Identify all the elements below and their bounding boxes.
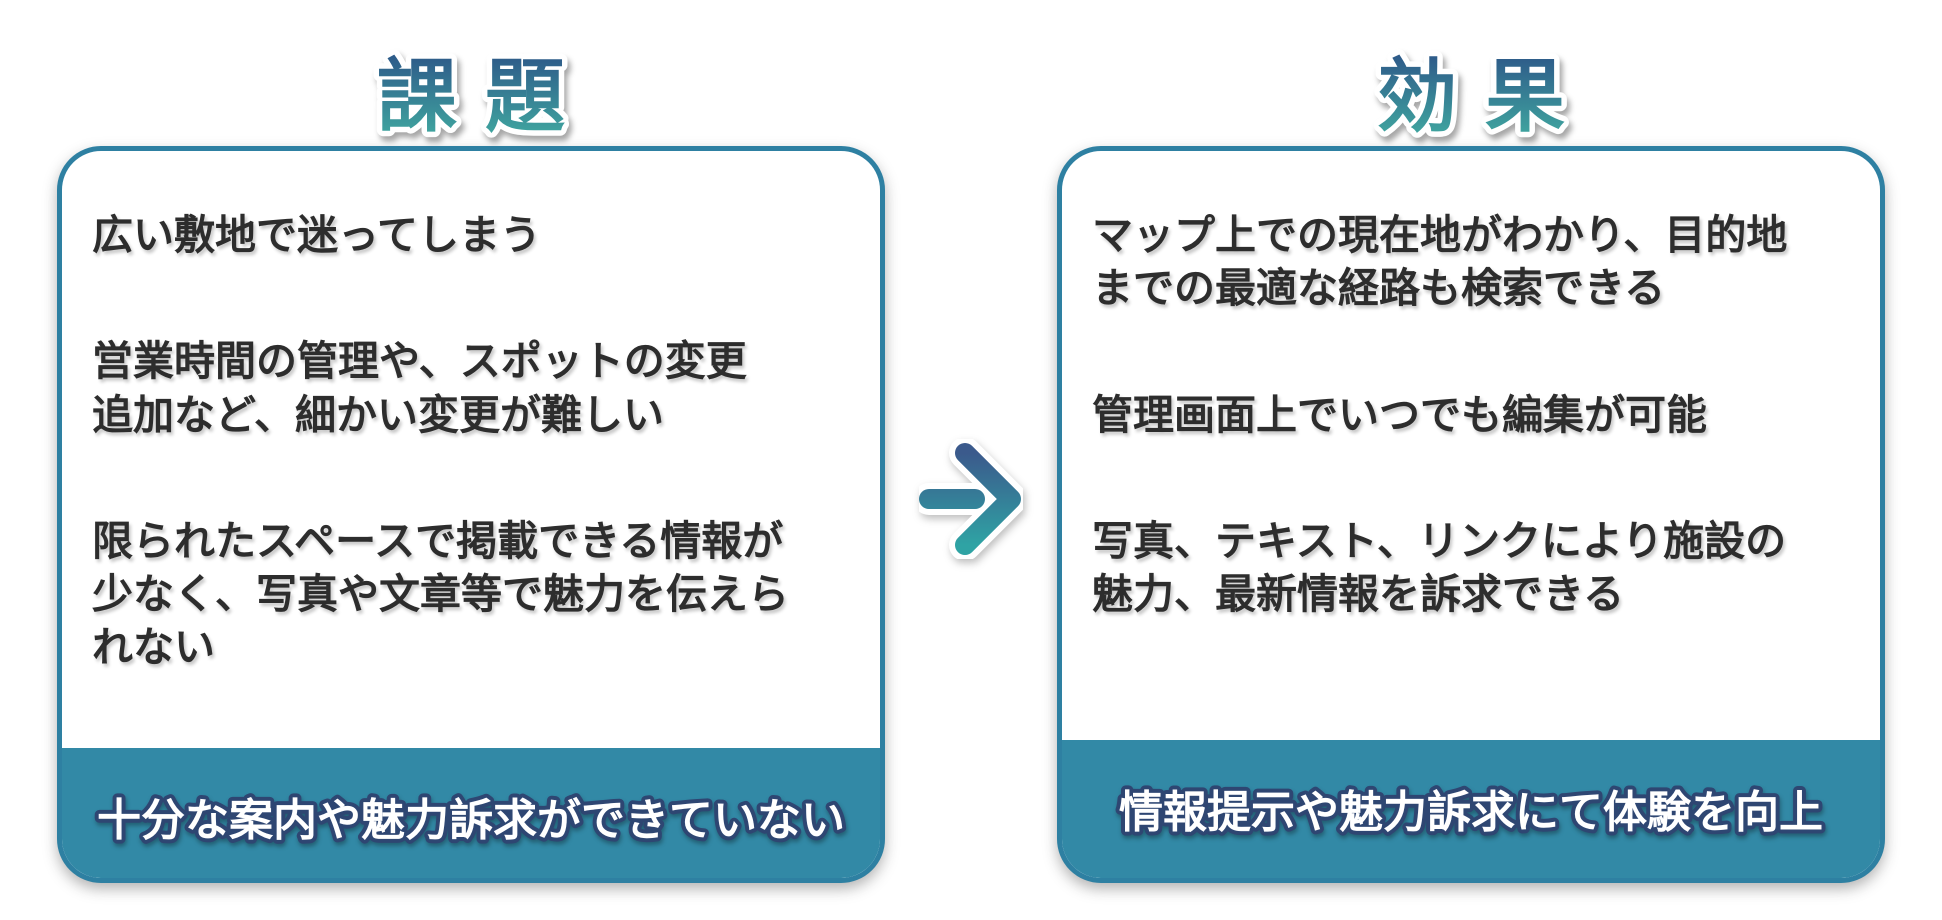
issue-item: 営業時間の管理や、スポットの変更 追加など、細かい変更が難しい [92,335,850,442]
effects-card: マップ上での現在地がわかり、目的地 までの最適な経路も検索できる 管理画面上でい… [1057,146,1885,883]
effect-item: マップ上での現在地がわかり、目的地 までの最適な経路も検索できる [1092,209,1850,316]
text-line: れない [92,624,215,671]
text-line: 写真、テキスト、リンクにより施設の [1092,517,1787,564]
left-title-graphic: 課題 [372,47,593,147]
right-title-graphic: 効果 [1372,47,1593,147]
issue-item: 広い敷地で迷ってしまう [92,209,850,262]
right-arrow-graphic [913,437,1027,561]
text-line: 限られたスペースで掲載できる情報が [92,517,784,564]
effect-item: 写真、テキスト、リンクにより施設の 魅力、最新情報を訴求できる [1092,515,1850,622]
right-panel-title: 効果 [1057,28,1885,148]
text-line: 少なく、写真や文章等で魅力を伝えら [92,571,789,618]
text-line: 魅力、最新情報を訴求できる [1092,571,1625,618]
effects-summary-banner: 情報提示や魅力訴求にて体験を向上 [1062,740,1880,878]
text-line: 広い敷地で迷ってしまう [92,212,541,258]
effects-banner-text: 情報提示や魅力訴求にて体験を向上 [1119,788,1823,837]
text-line: 管理画面上でいつでも編集が可能 [1092,391,1707,438]
left-title-text: 課題 [377,52,593,141]
right-arrow-icon [913,437,1027,561]
issues-card-body: 広い敷地で迷ってしまう 営業時間の管理や、スポットの変更 追加など、細かい変更が… [62,151,880,748]
text-line: までの最適な経路も検索できる [1092,265,1666,312]
text-line: 営業時間の管理や、スポットの変更 [92,338,747,385]
right-title-text: 効果 [1377,52,1593,141]
issues-card: 広い敷地で迷ってしまう 営業時間の管理や、スポットの変更 追加など、細かい変更が… [57,146,885,883]
issues-banner-text: 十分な案内や魅力訴求ができていない [97,796,845,845]
effects-banner-graphic: 情報提示や魅力訴求にて体験を向上 [1115,784,1827,841]
issues-summary-banner: 十分な案内や魅力訴求ができていない [62,747,880,878]
left-panel-title: 課題 [57,28,885,148]
issues-banner-graphic: 十分な案内や魅力訴求ができていない [93,792,849,849]
effect-item: 管理画面上でいつでも編集が可能 [1092,389,1850,442]
issue-item: 限られたスペースで掲載できる情報が 少なく、写真や文章等で魅力を伝えら れない [92,515,850,675]
effects-card-body: マップ上での現在地がわかり、目的地 までの最適な経路も検索できる 管理画面上でい… [1062,151,1880,740]
text-line: マップ上での現在地がわかり、目的地 [1092,212,1788,258]
text-line: 追加など、細かい変更が難しい [92,391,664,438]
